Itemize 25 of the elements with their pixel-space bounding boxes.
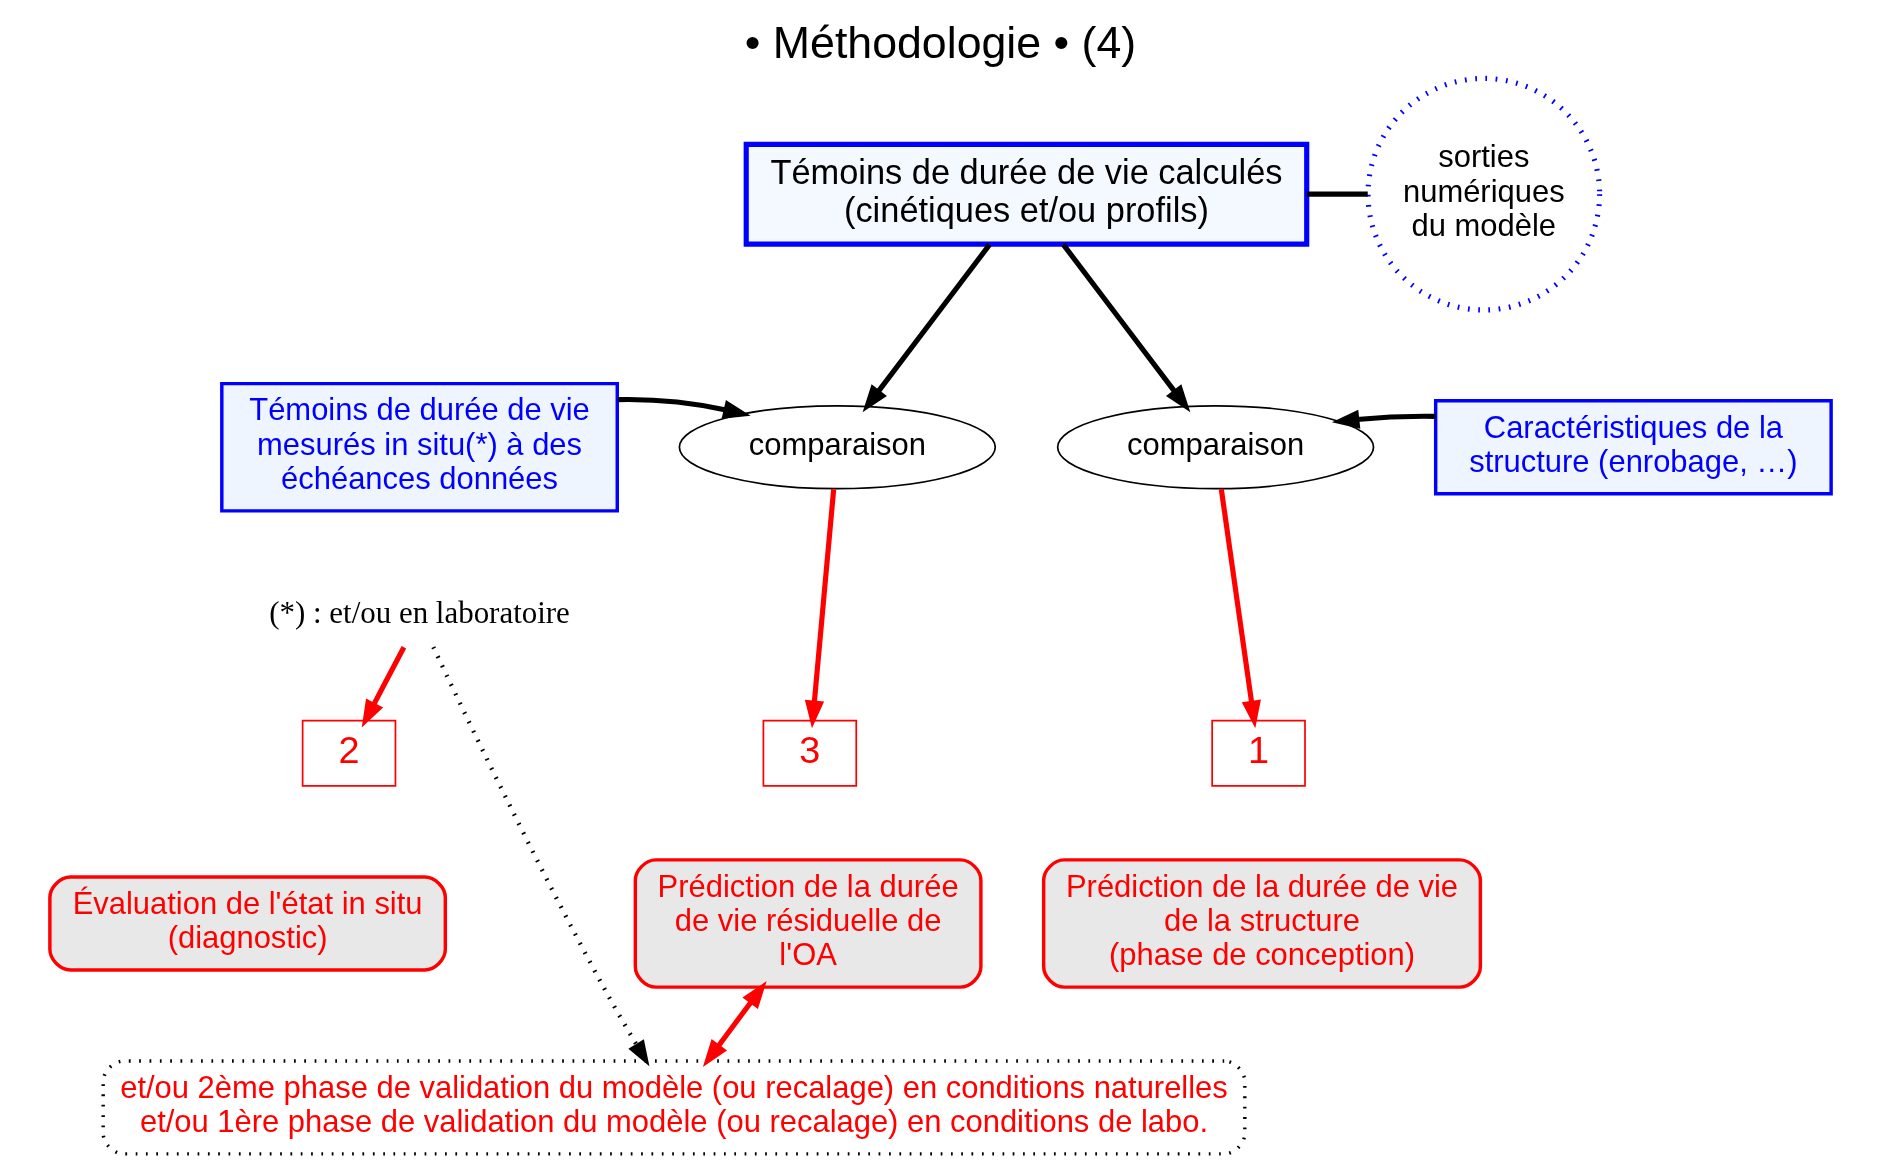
- node-circle: sorties numériques du modèle: [1364, 75, 1602, 313]
- node-box: 1: [1210, 719, 1306, 787]
- arrow: [1218, 488, 1261, 729]
- arrow: [1060, 243, 1190, 413]
- arrow: [361, 646, 406, 728]
- arrow: [702, 981, 767, 1067]
- connector: [1306, 191, 1368, 197]
- arrow: [1331, 409, 1435, 429]
- node-box: 2: [301, 719, 396, 787]
- node-box: Évaluation de l'état in situ (diagnostic): [47, 875, 447, 972]
- diagram-title: • Méthodologie • (4): [744, 17, 1136, 67]
- node-box: Prédiction de la durée de vie de la structure (phase de conception): [1041, 858, 1482, 989]
- node-box: Prédiction de la durée de vie résiduelle de l'OA: [633, 858, 983, 989]
- arrow: [804, 488, 836, 729]
- node-box: Témoins de durée de vie mesurés in situ(*) à des échéances données: [219, 381, 619, 513]
- node-text: (*) : et/ou en laboratoire: [268, 595, 570, 631]
- node-ellipse: comparaison: [678, 405, 996, 490]
- arrow: [430, 646, 649, 1067]
- node-box: Témoins de durée de vie calculés (cinétiques et/ou profils): [743, 141, 1309, 247]
- node-box: et/ou 2ème phase de validation du modèle (ou recalage) en conditions naturelles et/ou 1ère phase de validation du modèle (ou recalage) en conditions de labo.: [100, 1059, 1247, 1156]
- arrow: [617, 396, 751, 419]
- node-box: Caractéristiques de la structure (enrobage, …): [1433, 399, 1833, 496]
- node-box: 3: [762, 719, 857, 787]
- node-ellipse: comparaison: [1056, 405, 1374, 490]
- arrow: [862, 243, 992, 413]
